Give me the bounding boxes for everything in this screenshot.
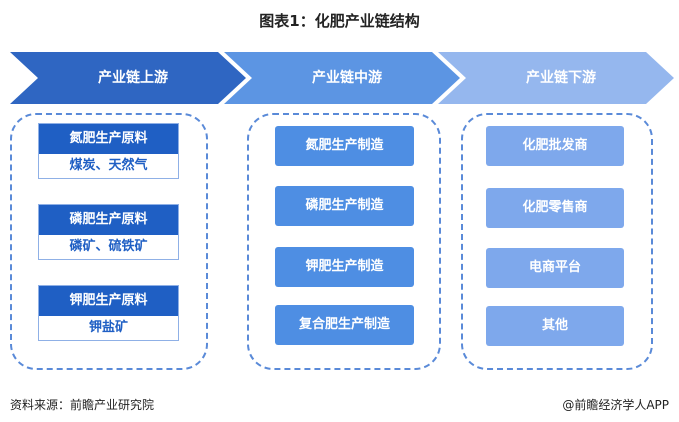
upstream-group: [10, 113, 208, 370]
upstream-card-nitrogen: 氮肥生产原料 煤炭、天然气: [38, 123, 179, 179]
upstream-card-potash: 钾肥生产原料 钾盐矿: [38, 285, 179, 341]
upstream-card-detail: 磷矿、硫铁矿: [69, 239, 148, 254]
brand-credit: @前瞻经济学人APP: [562, 398, 669, 412]
midstream-box-compound: 复合肥生产制造: [275, 305, 414, 345]
upstream-card-detail: 煤炭、天然气: [69, 158, 148, 173]
stage-label-upstream: 产业链上游: [98, 70, 168, 86]
source-note: 资料来源：前瞻产业研究院: [10, 398, 155, 412]
stage-arrow-downstream: [438, 52, 674, 104]
downstream-box-retailer: 化肥零售商: [486, 188, 624, 228]
upstream-card-title: 钾肥生产原料: [39, 286, 178, 316]
downstream-box-wholesaler: 化肥批发商: [486, 126, 624, 166]
stage-label-midstream: 产业链中游: [312, 70, 382, 86]
downstream-box-other: 其他: [486, 306, 624, 346]
downstream-box-ecommerce: 电商平台: [486, 248, 624, 288]
stage-arrows: [10, 52, 674, 104]
upstream-card-title: 磷肥生产原料: [39, 205, 178, 235]
downstream-group: [461, 113, 653, 370]
midstream-box-nitrogen: 氮肥生产制造: [275, 126, 414, 166]
upstream-card-phosphate: 磷肥生产原料 磷矿、硫铁矿: [38, 204, 179, 260]
upstream-card-detail: 钾盐矿: [88, 320, 128, 335]
stage-arrow-midstream: [224, 52, 460, 104]
midstream-box-potash: 钾肥生产制造: [275, 247, 414, 287]
stage-label-downstream: 产业链下游: [526, 70, 596, 86]
midstream-group: [247, 113, 441, 370]
upstream-card-title: 氮肥生产原料: [39, 124, 178, 154]
page-title: 图表1：化肥产业链结构: [259, 12, 420, 30]
midstream-box-phosphate: 磷肥生产制造: [275, 186, 414, 226]
stage-arrow-upstream: [10, 52, 246, 104]
